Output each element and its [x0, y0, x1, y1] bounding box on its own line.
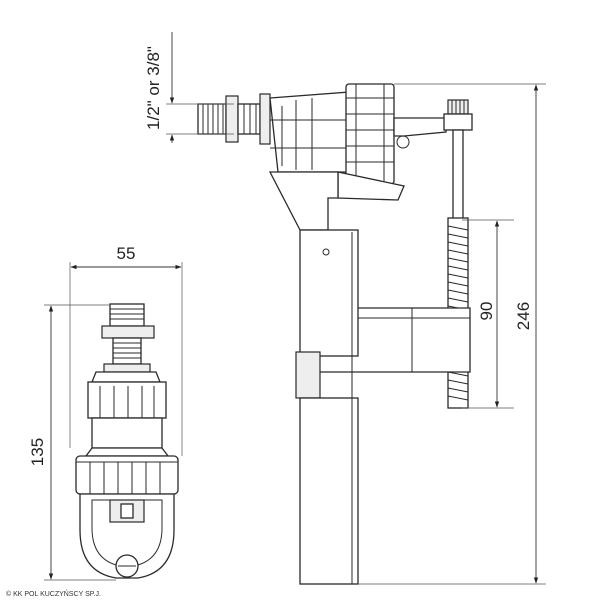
side-valve-head	[269, 83, 395, 185]
width-dimension-label: 55	[117, 244, 136, 263]
thread-size-label: 1/2" or 3/8"	[144, 46, 163, 130]
float-travel-dimension-label: 90	[477, 302, 496, 321]
side-view: 1/2" or 3/8" 90 246	[144, 32, 546, 585]
front-locking-nut	[75, 455, 179, 495]
side-float-travel-dimension: 90	[462, 219, 514, 409]
side-inlet-thread	[197, 93, 271, 145]
front-height-dimension-label: 135	[28, 438, 47, 466]
front-height-dimension: 135	[28, 304, 116, 581]
side-shaft	[268, 171, 359, 585]
copyright-notice: © KK POL KUCZYŃSCY SP.J.	[6, 589, 101, 598]
front-view: 55 135	[28, 244, 183, 581]
front-width-dimension: 55	[69, 244, 183, 456]
front-upper-body	[84, 371, 170, 457]
side-total-height-dimension: 246	[358, 83, 546, 585]
side-lever-arm	[337, 117, 447, 201]
front-inlet-thread	[101, 303, 155, 373]
total-height-dimension-label: 246	[514, 302, 533, 330]
front-lower-cup	[79, 493, 175, 579]
side-thread-dimension: 1/2" or 3/8"	[144, 32, 234, 143]
